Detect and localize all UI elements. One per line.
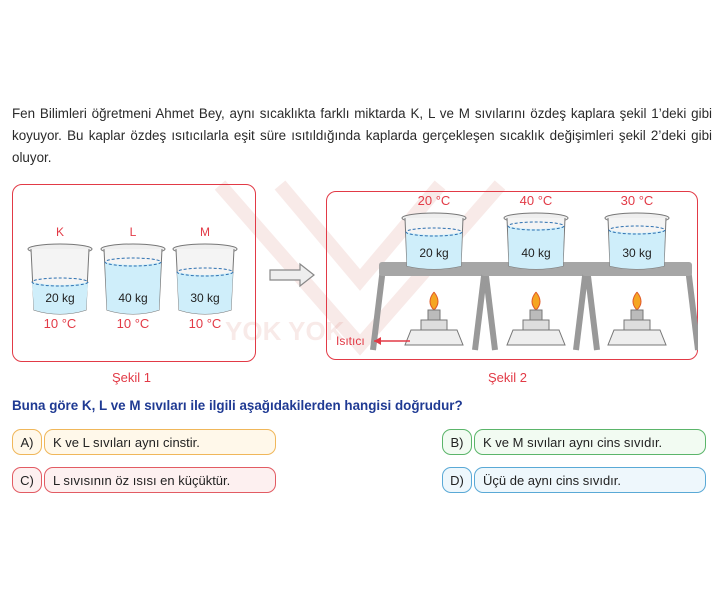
beaker-l: L 40 kg 10 °C <box>100 225 166 331</box>
beaker-k-temp: 10 °C <box>44 316 77 331</box>
figure2-caption: Şekil 2 <box>488 370 528 385</box>
figure1-drawing: K 20 kg 10 °C L 40 kg 10 °C M 30 kg 10 °… <box>27 225 238 331</box>
fig2-mass-1: 20 kg <box>419 246 448 260</box>
heater-setup-1: 20 °C 20 kg <box>370 193 498 351</box>
beaker-k-label: K <box>56 225 64 239</box>
option-c-letter: C) <box>12 467 42 493</box>
option-d-letter: D) <box>442 467 472 493</box>
beaker-k: K 20 kg 10 °C <box>27 225 93 331</box>
beaker-m-mass: 30 kg <box>190 291 219 305</box>
beaker-l-mass: 40 kg <box>118 291 147 305</box>
option-a[interactable]: A) K ve L sıvıları aynı cinstir. <box>12 428 276 456</box>
right-arrow-icon <box>269 262 315 288</box>
option-b-letter: B) <box>442 429 472 455</box>
beaker-m-temp: 10 °C <box>189 316 222 331</box>
option-a-text: K ve L sıvıları aynı cinstir. <box>44 429 276 455</box>
figure2-panel <box>326 191 698 360</box>
intro-paragraph: Fen Bilimleri öğretmeni Ahmet Bey, aynı … <box>12 106 712 165</box>
question-text: Buna göre K, L ve M sıvıları ile ilgili … <box>12 398 463 413</box>
heater-setup-2: 40 °C 40 kg <box>472 193 600 351</box>
option-b-text: K ve M sıvıları aynı cins sıvıdır. <box>474 429 706 455</box>
option-c[interactable]: C) L sıvısının öz ısısı en küçüktür. <box>12 466 276 494</box>
beaker-m: M 30 kg 10 °C <box>172 225 238 331</box>
option-d[interactable]: D) Üçü de aynı cins sıvıdır. <box>442 466 706 494</box>
fig2-temp-2: 40 °C <box>520 193 553 208</box>
figure2-drawing: 20 °C 20 kg 40 °C 40 kg 30 °C <box>336 193 698 351</box>
option-c-text: L sıvısının öz ısısı en küçüktür. <box>44 467 276 493</box>
beaker-l-temp: 10 °C <box>117 316 150 331</box>
beaker-l-label: L <box>130 225 137 239</box>
fig2-mass-3: 30 kg <box>622 246 651 260</box>
svg-text:YOK YOK: YOK YOK <box>225 316 345 346</box>
heater-setup-3: 30 °C 30 kg <box>573 193 698 351</box>
option-d-text: Üçü de aynı cins sıvıdır. <box>474 467 706 493</box>
fig2-temp-3: 30 °C <box>621 193 654 208</box>
figure1-panel <box>12 184 256 362</box>
heater-label: Isıtıcı <box>336 334 365 348</box>
option-b[interactable]: B) K ve M sıvıları aynı cins sıvıdır. <box>442 428 706 456</box>
fig2-temp-1: 20 °C <box>418 193 451 208</box>
beaker-k-mass: 20 kg <box>45 291 74 305</box>
fig2-mass-2: 40 kg <box>521 246 550 260</box>
figure1-caption: Şekil 1 <box>112 370 152 385</box>
option-a-letter: A) <box>12 429 42 455</box>
beaker-m-label: M <box>200 225 210 239</box>
